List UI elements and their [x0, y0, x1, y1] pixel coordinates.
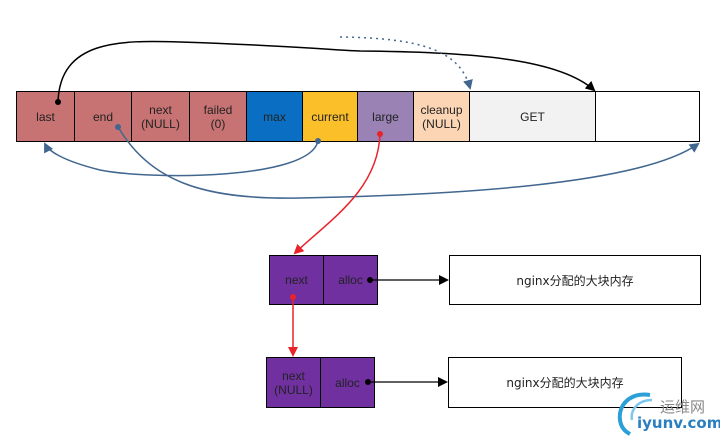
node-1-next: next — [269, 255, 324, 305]
field-next: next (NULL) — [131, 91, 190, 142]
node-1-memory-block: nginx分配的大块内存 — [449, 255, 701, 305]
field-last: last — [16, 91, 75, 142]
field-get: GET — [469, 91, 596, 142]
get-dotted-arrow — [339, 36, 473, 90]
node-2-memory-block: nginx分配的大块内存 — [448, 357, 682, 408]
node-2-alloc: alloc — [320, 357, 375, 408]
field-current: current — [302, 91, 358, 142]
field-end: end — [74, 91, 132, 142]
large-pointer-arrow — [293, 133, 381, 255]
field-free-space — [595, 91, 700, 142]
watermark-cn: 运维网 — [660, 398, 706, 416]
field-max: max — [246, 91, 303, 142]
field-failed: failed (0) — [189, 91, 247, 142]
watermark-en: iyunv.com — [637, 414, 720, 432]
node-2-next: next (NULL) — [266, 357, 321, 408]
field-cleanup: cleanup (NULL) — [413, 91, 470, 142]
node-1-alloc: alloc — [323, 255, 378, 305]
field-large: large — [357, 91, 414, 142]
current-pointer-arrow — [44, 140, 319, 177]
